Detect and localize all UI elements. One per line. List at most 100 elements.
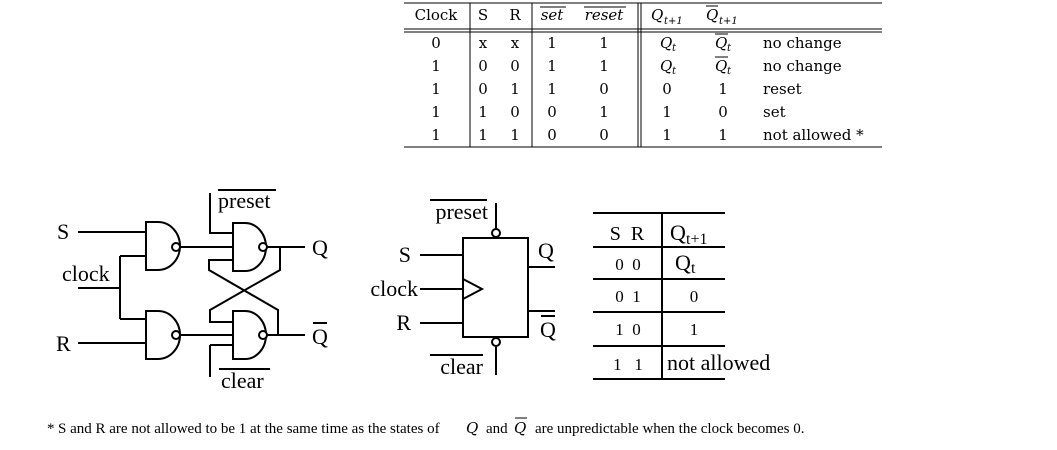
input-label-s: S — [57, 219, 69, 244]
cell-r: 1 — [510, 80, 520, 98]
cell-clock: 1 — [431, 57, 441, 75]
cell-s: x — [479, 34, 488, 52]
clear-label: clear — [221, 368, 264, 393]
footnote-qbar: Q — [514, 419, 526, 437]
cell-qbar: 1 — [718, 80, 728, 98]
cell-r: x — [511, 34, 520, 52]
clear-bubble — [491, 337, 501, 347]
cell-note: no change — [763, 57, 842, 75]
input-label-clock: clock — [62, 261, 110, 286]
cell-qbar: Q — [715, 57, 727, 75]
cell-q: 1 — [662, 103, 672, 121]
table-row: 1 1 not allowed — [613, 350, 770, 375]
cell-reset: 1 — [599, 57, 609, 75]
cell-note: set — [763, 103, 786, 121]
header-q-sub: t+1 — [664, 16, 683, 27]
cell-clock: 1 — [431, 126, 441, 144]
flipflop-box — [462, 237, 529, 338]
cell-q-sub: t — [672, 66, 677, 77]
cell-q: Q — [660, 57, 672, 75]
cell-reset: 0 — [599, 126, 609, 144]
input-label-r: R — [56, 331, 71, 356]
block-label-preset: preset — [435, 199, 488, 224]
output-label-qbar: Q — [312, 324, 328, 349]
cell-s: 0 — [478, 57, 488, 75]
inverter-bubble — [258, 330, 268, 340]
cell-s: 0 — [478, 80, 488, 98]
cell-q: 1 — [662, 126, 672, 144]
header-q: Q — [651, 6, 663, 24]
simple-header-q: Q — [670, 220, 686, 245]
footnote-text-1: S and R are not allowed to be 1 at the s… — [58, 421, 440, 437]
block-label-clear: clear — [440, 354, 483, 379]
header-clock: Clock — [415, 6, 459, 24]
header-set: set — [541, 6, 565, 24]
cell-qbar-sub: t — [727, 66, 732, 77]
cell-r: 0 — [510, 103, 520, 121]
cell-qbar: Q — [715, 34, 727, 52]
output-label-q: Q — [312, 235, 328, 260]
gate-to-latch-wires — [180, 246, 233, 336]
cell-reset: 1 — [599, 34, 609, 52]
cell-set: 1 — [547, 80, 557, 98]
footnote-text-2: are unpredictable when the clock becomes… — [535, 421, 804, 437]
cell-q-sub: t — [672, 43, 677, 54]
cell-set: 0 — [547, 126, 557, 144]
cell-set: 1 — [547, 57, 557, 75]
cell-qbar: 1 — [718, 126, 728, 144]
cell-q: 0 — [662, 80, 672, 98]
cell-q: 0 — [690, 287, 699, 306]
table-row: 1 1 1 0 0 1 1 not allowed * — [431, 126, 864, 144]
block-label-clock: clock — [370, 276, 418, 301]
cell-note: not allowed * — [763, 126, 864, 144]
cell-r: 0 — [510, 57, 520, 75]
input-wires — [78, 231, 146, 344]
header-qbar: Q — [706, 6, 718, 24]
inverter-bubble — [171, 242, 181, 252]
cell-qbar-sub: t — [727, 43, 732, 54]
inverter-bubble — [258, 242, 268, 252]
inverter-bubble — [171, 330, 181, 340]
simple-header-q-sub: t+1 — [686, 231, 707, 248]
preset-clear-wires — [209, 193, 233, 377]
cell-reset: 0 — [599, 80, 609, 98]
cell-sr: 1 0 — [615, 320, 641, 339]
cell-reset: 1 — [599, 103, 609, 121]
gate-circuit: S clock R preset clear Q Q — [56, 188, 328, 393]
preset-label: preset — [218, 188, 271, 213]
cell-note: no change — [763, 34, 842, 52]
cell-q: Q — [675, 250, 691, 275]
cell-r: 1 — [510, 126, 520, 144]
header-reset: reset — [585, 6, 625, 24]
footnote-and: and — [486, 421, 508, 437]
cell-q: not allowed — [667, 350, 770, 375]
cell-clock: 0 — [431, 34, 441, 52]
header-s: S — [478, 6, 488, 24]
header-qbar-sub: t+1 — [719, 16, 738, 27]
footnote-star: * — [47, 421, 55, 437]
footnote: * S and R are not allowed to be 1 at the… — [47, 417, 804, 437]
footnote-q: Q — [466, 419, 478, 437]
simple-table-rules — [593, 212, 725, 380]
cell-set: 1 — [547, 34, 557, 52]
clock-triangle-icon — [462, 278, 485, 300]
cell-clock: 1 — [431, 103, 441, 121]
preset-bubble — [491, 228, 501, 238]
cell-s: 1 — [478, 126, 488, 144]
block-label-qbar: Q — [540, 317, 556, 342]
flipflop-block-symbol: S clock R preset clear Q Q — [370, 199, 556, 379]
cell-s: 1 — [478, 103, 488, 121]
block-wires — [420, 203, 555, 375]
block-label-r: R — [396, 310, 411, 335]
feedback-wires — [208, 246, 305, 336]
cell-sr: 1 1 — [613, 355, 643, 374]
block-label-s: S — [399, 242, 411, 267]
cell-note: reset — [763, 80, 802, 98]
